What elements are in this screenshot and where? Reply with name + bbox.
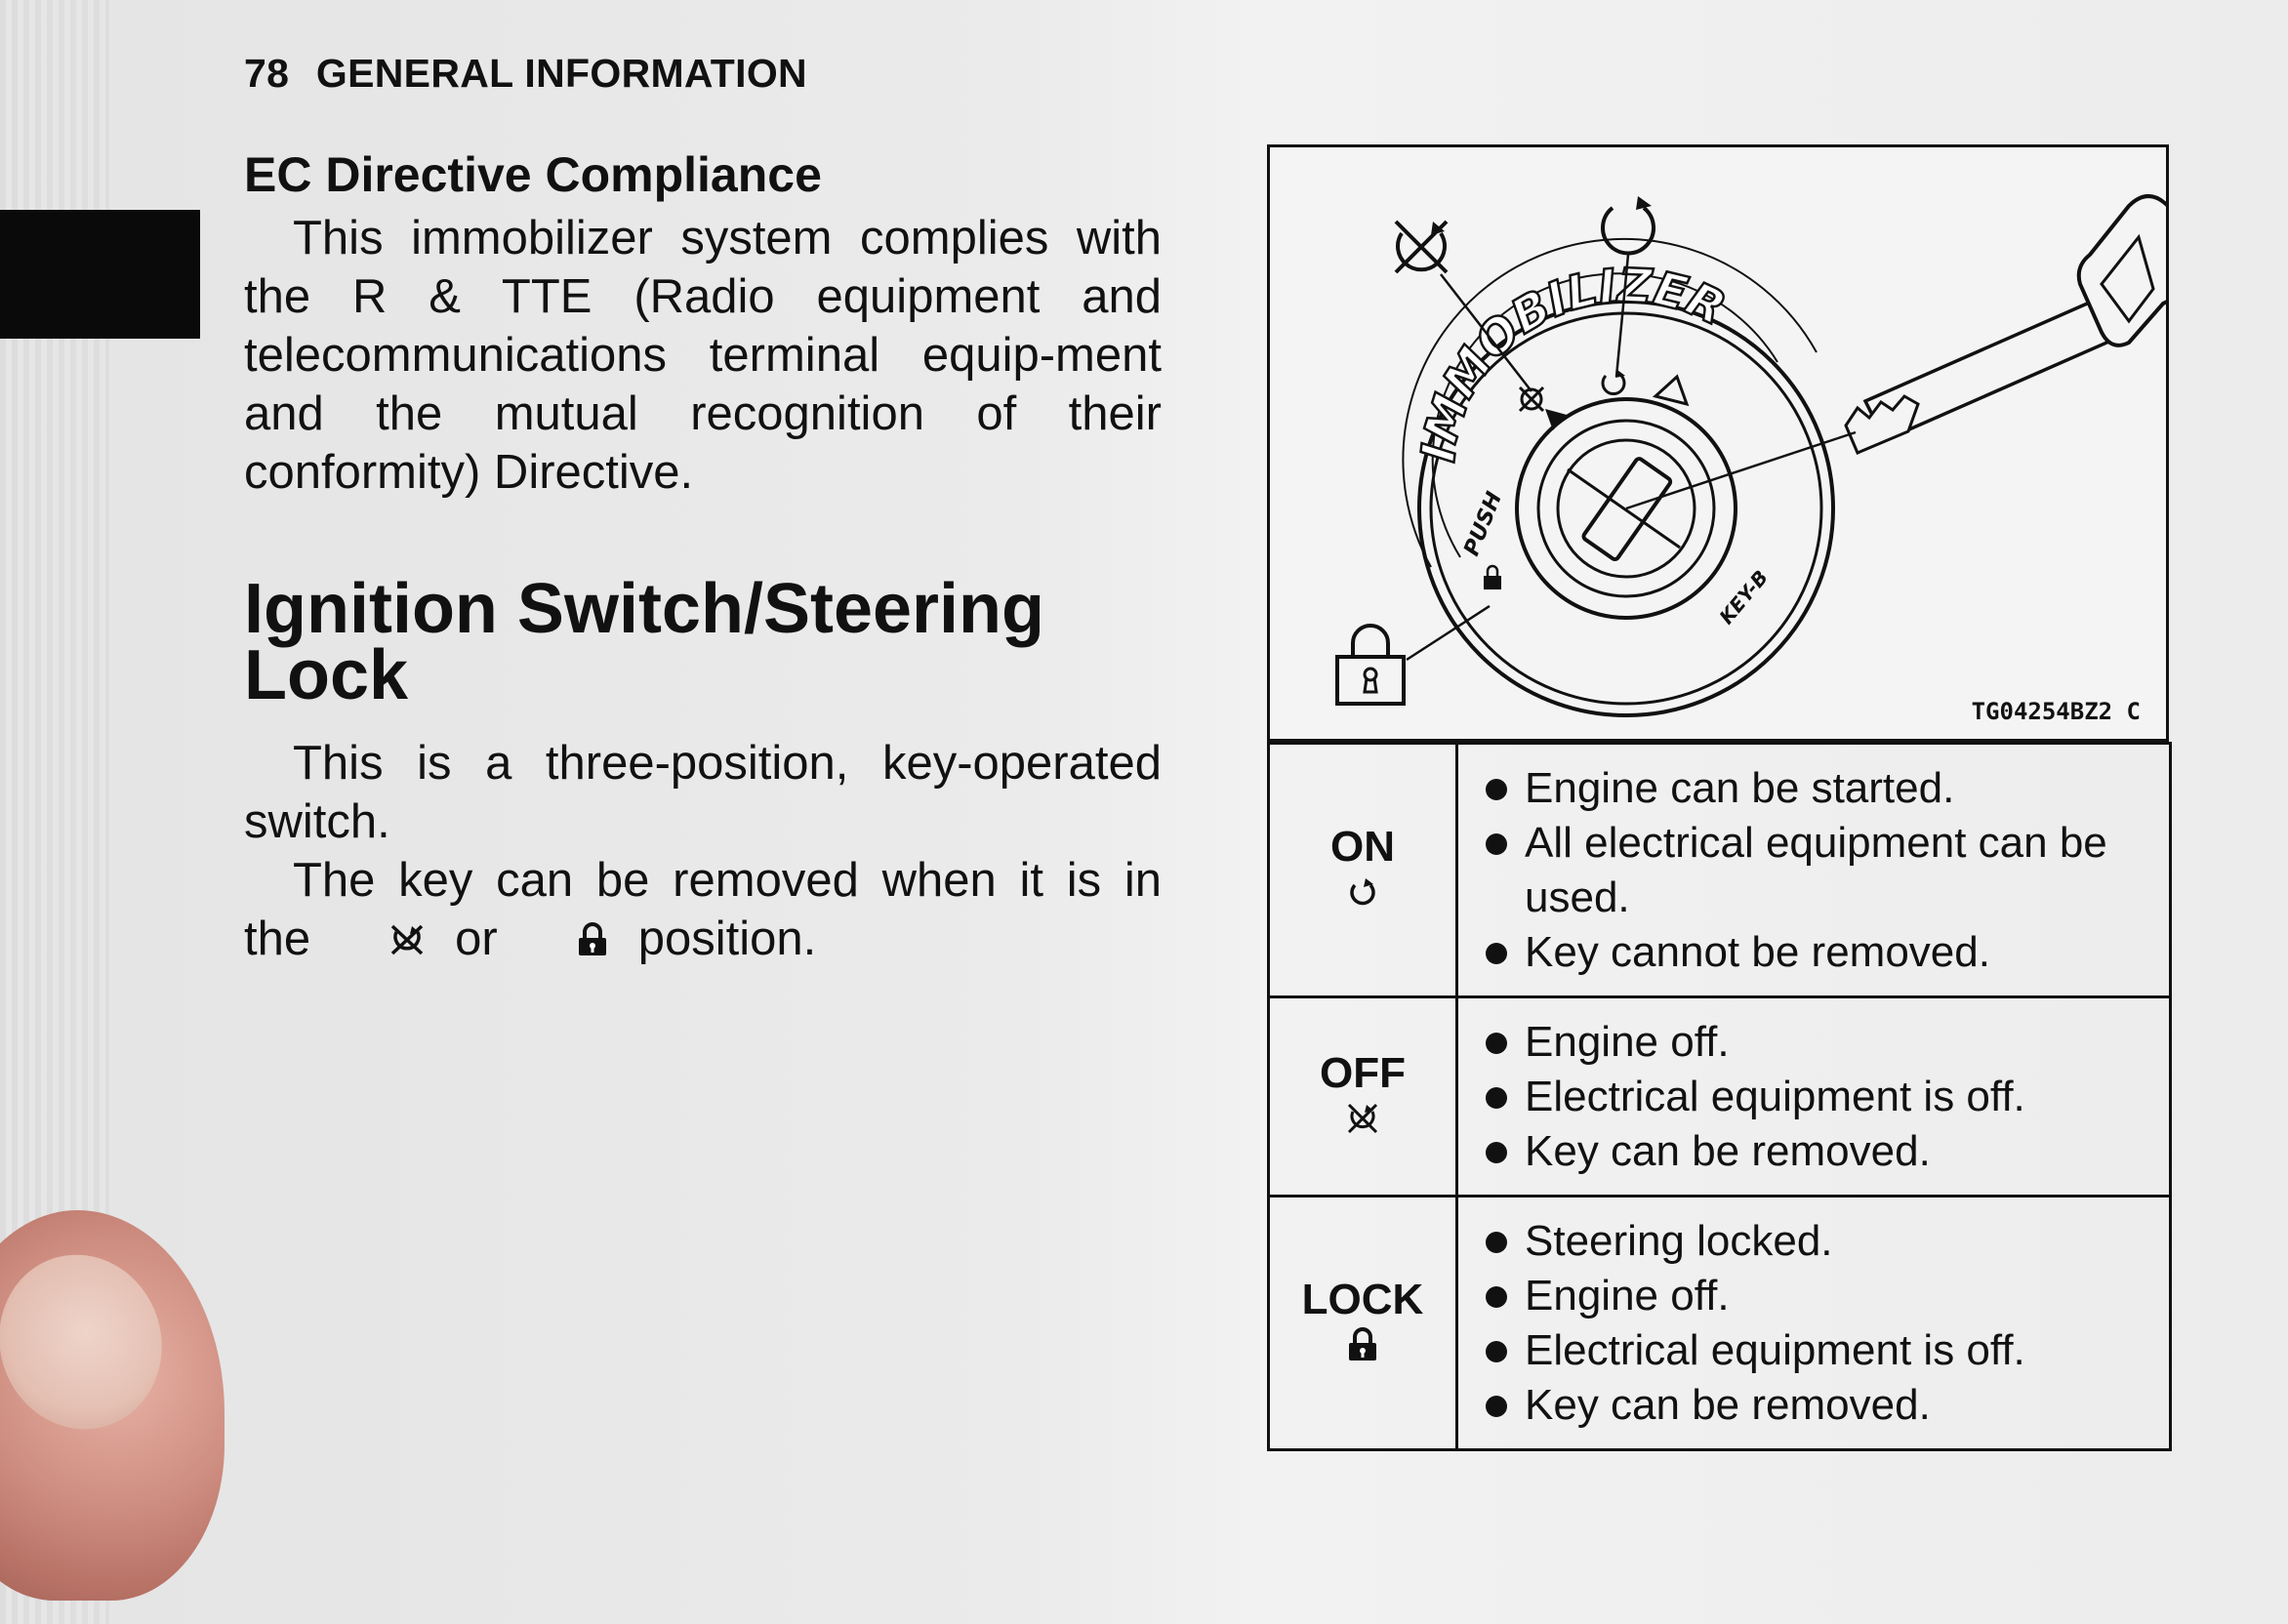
switch-lettering-band: [1431, 272, 1778, 558]
position-name-cell: ON: [1267, 742, 1458, 998]
list-item: All electrical equipment can be used.: [1480, 816, 2159, 925]
off-position-icon: [340, 913, 426, 971]
page-header: 78 GENERAL INFORMATION: [244, 51, 807, 97]
key-removal-text-start: The key can be removed when it is in the: [244, 854, 1162, 965]
page-number: 78: [244, 51, 290, 96]
lock-position-icon: [527, 913, 609, 971]
list-item: Engine can be started.: [1480, 761, 2159, 816]
ignition-positions-table: ON Engine can be started. All electrical…: [1267, 742, 2172, 1451]
chapter-tab-marker-stub: [0, 224, 59, 322]
bullet-icon: [1486, 1285, 1507, 1308]
lock-position-icon: [1335, 624, 1406, 706]
position-description-cell: Steering locked. Engine off. Electrical …: [1455, 1195, 2172, 1451]
off-position-icon: [1270, 1101, 1455, 1141]
ignition-switch-drawing: IMMOBILIZER PUSH KEY-B: [1335, 194, 2186, 717]
table-row: OFF Engine off. Electrical equipment is …: [1267, 995, 2172, 1198]
figure-code: TG04254BZ2 C: [1971, 698, 2141, 725]
switch-off-mark: [1518, 386, 1545, 413]
position-name: OFF: [1320, 1049, 1406, 1097]
list-item: Electrical equipment is off.: [1480, 1070, 2159, 1124]
table-row: ON Engine can be started. All electrical…: [1267, 742, 2172, 998]
section-title: GENERAL INFORMATION: [315, 51, 807, 96]
table-row: LOCK Steering locked. Engine off. Electr…: [1267, 1195, 2172, 1451]
position-description-cell: Engine can be started. All electrical eq…: [1455, 742, 2172, 998]
switch-bezel-outer: [1417, 300, 1835, 717]
position-name-cell: OFF: [1267, 995, 1458, 1198]
position-name: LOCK: [1301, 1276, 1424, 1323]
ignition-key-icon: [1844, 194, 2186, 455]
ignition-heading: Ignition Switch/Steering Lock: [244, 570, 1045, 714]
bullet-icon: [1486, 942, 1507, 964]
list-item: Electrical equipment is off.: [1480, 1323, 2159, 1378]
on-position-icon: [1601, 196, 1655, 256]
list-item: Steering locked.: [1480, 1214, 2159, 1269]
bullet-icon: [1486, 1141, 1507, 1163]
position-name-cell: LOCK: [1267, 1195, 1458, 1451]
lock-position-icon: [1270, 1327, 1455, 1367]
ec-directive-heading: EC Directive Compliance: [244, 147, 822, 202]
switch-on-mark: [1601, 370, 1626, 395]
switch-bezel-inner: [1429, 311, 1823, 706]
switch-lock-mark: [1484, 564, 1501, 589]
list-item: Engine off.: [1480, 1269, 2159, 1323]
off-position-icon: [1394, 220, 1449, 274]
immobilizer-label: IMMOBILIZER: [1411, 259, 1734, 465]
brand-label: KEY-B: [1714, 566, 1773, 629]
list-item: Engine off.: [1480, 1015, 2159, 1070]
list-item: Key can be removed.: [1480, 1378, 2159, 1433]
bullet-icon: [1486, 1395, 1507, 1417]
bullet-icon: [1486, 778, 1507, 800]
on-position-icon: [1270, 874, 1455, 914]
ignition-switch-figure: IMMOBILIZER PUSH KEY-B: [1267, 144, 2186, 742]
position-name: ON: [1330, 823, 1395, 871]
bullet-icon: [1486, 1231, 1507, 1253]
ignition-description: This is a three-position, key-operated s…: [244, 737, 1162, 848]
key-removal-text: The key can be removed when it is in the…: [244, 851, 1162, 971]
lock-cylinder-outer: [1515, 397, 1737, 620]
bullet-icon: [1486, 832, 1507, 855]
push-label: PUSH: [1459, 489, 1507, 560]
bullet-icon: [1486, 1086, 1507, 1109]
list-item: Key can be removed.: [1480, 1124, 2159, 1179]
key-removal-text-end: position.: [637, 913, 817, 965]
list-item: Key cannot be removed.: [1480, 925, 2159, 980]
ec-directive-text: This immobilizer system complies with th…: [244, 212, 1162, 499]
bullet-icon: [1486, 1032, 1507, 1054]
bullet-icon: [1486, 1340, 1507, 1362]
position-description-cell: Engine off. Electrical equipment is off.…: [1455, 995, 2172, 1198]
key-removal-text-or: or: [455, 913, 498, 965]
